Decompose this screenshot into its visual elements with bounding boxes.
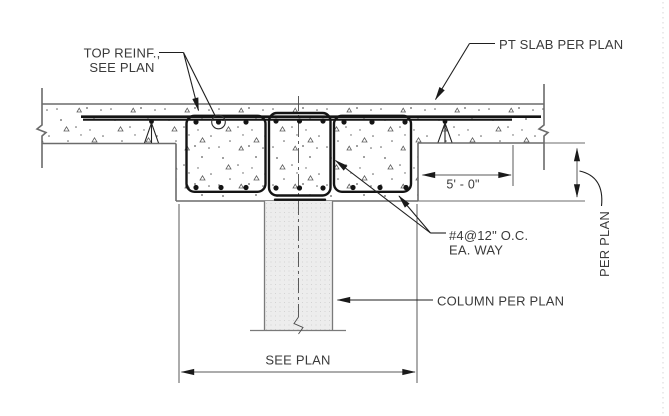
- rebar-callout-circle: [211, 114, 226, 130]
- dim-curved-leader: [579, 170, 603, 207]
- bar-chair-support-left: [143, 122, 160, 144]
- dimension-cap-edge-offset: 5' - 0": [421, 145, 514, 192]
- rebar-spec-leader-arrow-1: [334, 160, 431, 234]
- dim-text-cap-depth: PER PLAN: [597, 211, 612, 277]
- label-rebar-spec-line2: EA. WAY: [449, 243, 503, 258]
- rebar-section-dots: [149, 118, 448, 191]
- slab-cap-texture: [42, 104, 544, 201]
- dimension-cap-depth: PER PLAN: [573, 147, 612, 277]
- centerline: [293, 96, 304, 335]
- dimension-cap-width: SEE PLAN: [178, 204, 418, 383]
- slab-left-break-line: [35, 88, 48, 168]
- label-top-reinf: TOP REINF., SEE PLAN: [84, 46, 216, 117]
- rebar-cage-right: [332, 114, 413, 194]
- label-rebar-spec-line1: #4@12" O.C.: [449, 228, 528, 243]
- label-column-text: COLUMN PER PLAN: [437, 294, 564, 309]
- rebar-cage-left: [185, 114, 267, 194]
- rebar-spec-leader-arrow-2: [398, 195, 431, 234]
- label-rebar-spec: #4@12" O.C. EA. WAY: [334, 160, 528, 258]
- reinforcing-steel: [81, 111, 541, 201]
- dim-text-cap-width: SEE PLAN: [265, 353, 330, 368]
- label-top-reinf-line1: TOP REINF.,: [84, 46, 161, 61]
- dim-text-cap-edge-offset: 5' - 0": [446, 178, 479, 192]
- top-reinf-leader-to-circle: [183, 52, 216, 117]
- label-pt-slab: PT SLAB PER PLAN: [435, 37, 623, 101]
- concrete-section: [35, 84, 585, 202]
- label-pt-slab-text: PT SLAB PER PLAN: [499, 37, 623, 52]
- rebar-cage-middle: [267, 111, 332, 197]
- slab-right-break-line: [537, 84, 550, 170]
- centerline-break-squiggle: [293, 316, 304, 335]
- label-column: COLUMN PER PLAN: [336, 294, 564, 309]
- top-reinf-leader-arrow: [182, 52, 200, 112]
- pt-slab-leader-arrow: [435, 43, 470, 101]
- bar-chair-support-right: [437, 122, 453, 143]
- column: [250, 201, 346, 332]
- label-top-reinf-line2: SEE PLAN: [89, 60, 154, 75]
